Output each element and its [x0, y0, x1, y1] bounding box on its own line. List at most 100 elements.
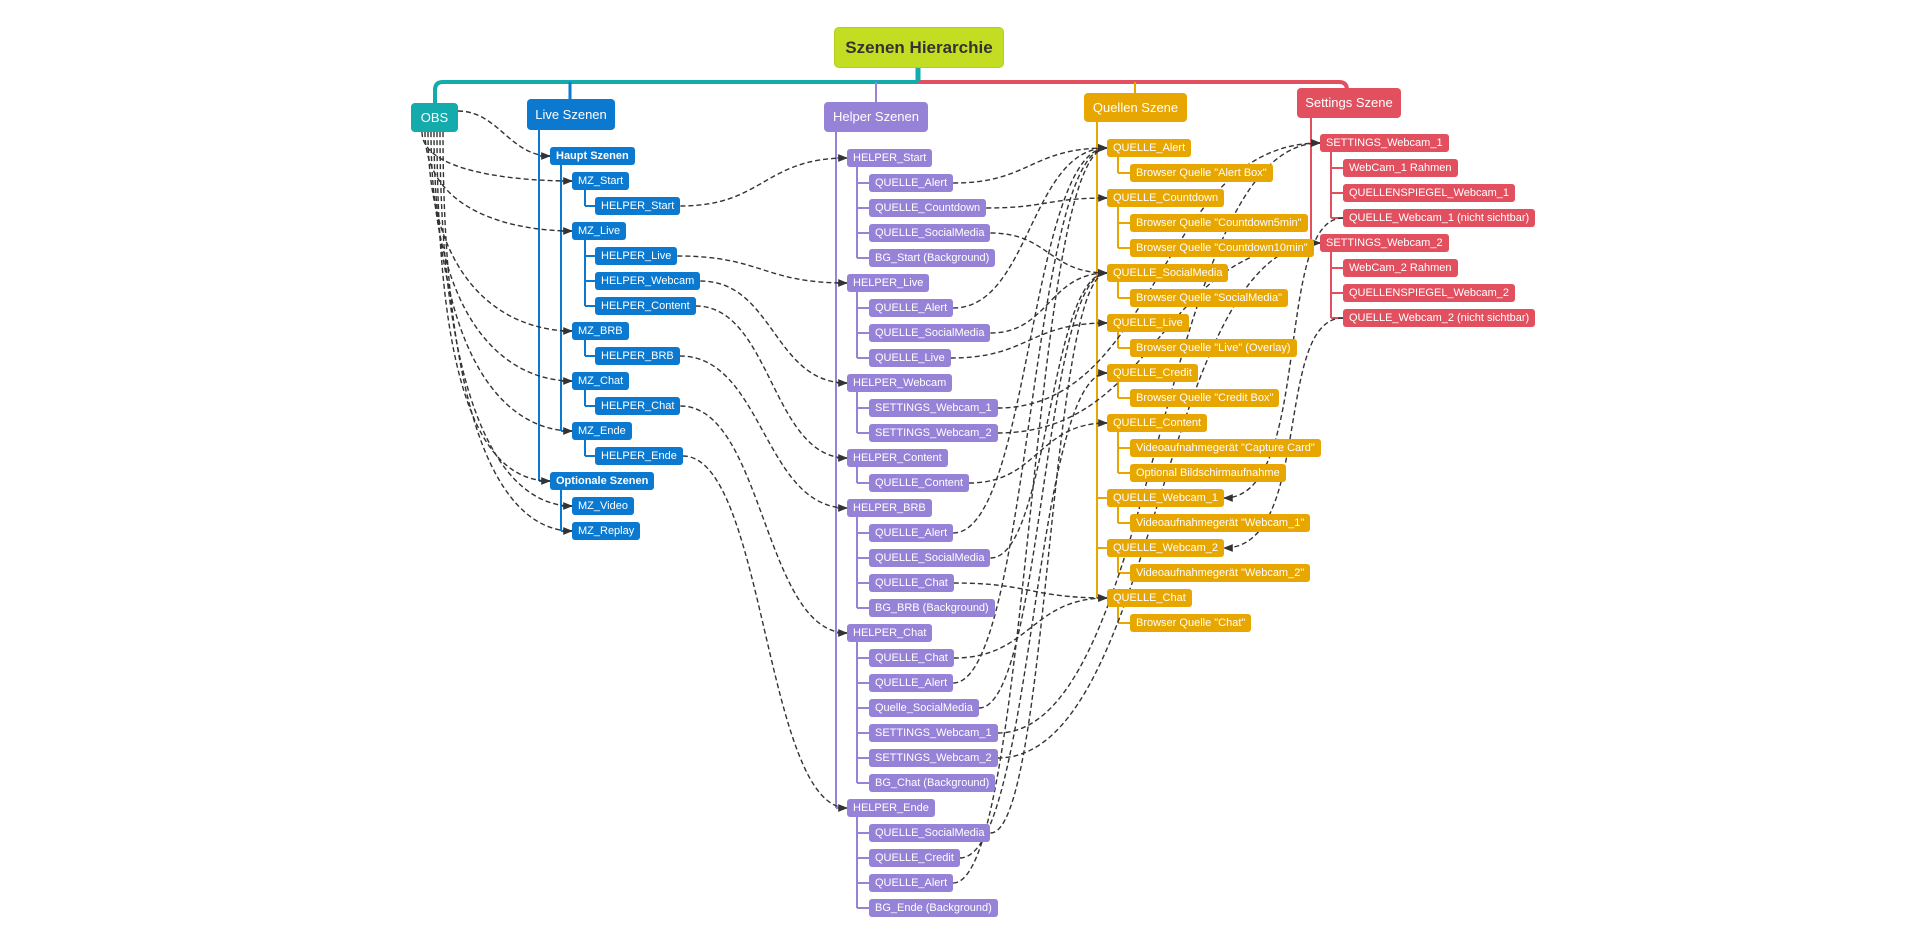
- quellen-node-quelle-content[interactable]: QUELLE_Content: [1107, 414, 1208, 432]
- branch-settings-szene[interactable]: Settings Szene: [1297, 88, 1401, 118]
- helper-node-quelle-socialmedia[interactable]: Quelle_SocialMedia: [869, 699, 979, 717]
- settings-node-settings-webcam-2[interactable]: SETTINGS_Webcam_2: [1320, 234, 1449, 252]
- helper-node-helper-live[interactable]: HELPER_Live: [847, 274, 930, 292]
- link-settings-3-to-quellen-14: [1222, 217, 1344, 502]
- helper-node-helper-content[interactable]: HELPER_Content: [847, 449, 948, 467]
- quellen-node-quelle-countdown[interactable]: QUELLE_Countdown: [1107, 189, 1225, 207]
- branch-obs[interactable]: OBS: [411, 103, 458, 132]
- live-node-helper-ende[interactable]: HELPER_Ende: [595, 447, 683, 465]
- link-helper-16-to-quellen-5: [990, 269, 1108, 559]
- link-helper-29-to-quellen-0: [953, 144, 1108, 884]
- live-node-helper-content[interactable]: HELPER_Content: [595, 297, 696, 315]
- settings-node-quelle-webcam-1-nicht-sichtbar[interactable]: QUELLE_Webcam_1 (nicht sichtbar): [1343, 209, 1536, 227]
- live-node-mz-chat[interactable]: MZ_Chat: [572, 372, 630, 390]
- live-node-mz-live[interactable]: MZ_Live: [572, 222, 627, 240]
- quellen-node-browser-quelle-chat[interactable]: Browser Quelle "Chat": [1130, 614, 1252, 632]
- link-helper-2-to-quellen-2: [986, 194, 1108, 209]
- link-obs-to-live-7: [427, 131, 573, 335]
- trunk-line: [433, 80, 918, 91]
- settings-node-quelle-webcam-2-nicht-sichtbar[interactable]: QUELLE_Webcam_2 (nicht sichtbar): [1343, 309, 1536, 327]
- helper-node-quelle-alert[interactable]: QUELLE_Alert: [869, 524, 954, 542]
- link-helper-17-to-quellen-18: [953, 582, 1108, 602]
- helper-node-bg-brb-background[interactable]: BG_BRB (Background): [869, 599, 995, 617]
- helper-node-bg-start-background[interactable]: BG_Start (Background): [869, 249, 996, 267]
- helper-node-bg-chat-background[interactable]: BG_Chat (Background): [869, 774, 996, 792]
- branch-live-szenen[interactable]: Live Szenen: [527, 99, 615, 130]
- link-helper-8-to-quellen-7: [950, 319, 1108, 359]
- live-node-mz-brb[interactable]: MZ_BRB: [572, 322, 629, 340]
- link-helper-15-to-quellen-0: [953, 144, 1108, 534]
- link-helper-7-to-quellen-5: [990, 269, 1108, 334]
- live-node-mz-ende[interactable]: MZ_Ende: [572, 422, 632, 440]
- helper-node-quelle-alert[interactable]: QUELLE_Alert: [869, 299, 954, 317]
- settings-node-settings-webcam-1[interactable]: SETTINGS_Webcam_1: [1320, 134, 1449, 152]
- helper-node-helper-ende[interactable]: HELPER_Ende: [847, 799, 935, 817]
- helper-node-helper-start[interactable]: HELPER_Start: [847, 149, 933, 167]
- quellen-node-quelle-credit[interactable]: QUELLE_Credit: [1107, 364, 1198, 382]
- quellen-node-browser-quelle-live-overlay[interactable]: Browser Quelle "Live" (Overlay): [1130, 339, 1297, 357]
- helper-node-helper-webcam[interactable]: HELPER_Webcam: [847, 374, 953, 392]
- helper-node-bg-ende-background[interactable]: BG_Ende (Background): [869, 899, 998, 917]
- helper-node-settings-webcam-2[interactable]: SETTINGS_Webcam_2: [869, 424, 998, 442]
- link-helper-22-to-quellen-5: [978, 269, 1108, 709]
- quellen-node-videoaufnahmeger-t-capture-card[interactable]: Videoaufnahmegerät "Capture Card": [1130, 439, 1321, 457]
- quellen-node-quelle-webcam-2[interactable]: QUELLE_Webcam_2: [1107, 539, 1224, 557]
- link-obs-to-live-14: [439, 131, 573, 510]
- helper-node-settings-webcam-1[interactable]: SETTINGS_Webcam_1: [869, 399, 998, 417]
- quellen-node-browser-quelle-countdown10min[interactable]: Browser Quelle "Countdown10min": [1130, 239, 1314, 257]
- helper-node-quelle-socialmedia[interactable]: QUELLE_SocialMedia: [869, 549, 991, 567]
- quellen-node-videoaufnahmeger-t-webcam-2[interactable]: Videoaufnahmegerät "Webcam_2": [1130, 564, 1311, 582]
- branch-quellen-szene[interactable]: Quellen Szene: [1084, 93, 1187, 122]
- helper-node-quelle-alert[interactable]: QUELLE_Alert: [869, 674, 954, 692]
- quellen-node-videoaufnahmeger-t-webcam-1[interactable]: Videoaufnahmegerät "Webcam_1": [1130, 514, 1311, 532]
- live-node-helper-chat[interactable]: HELPER_Chat: [595, 397, 681, 415]
- link-live-4-to-helper-5: [677, 255, 848, 287]
- live-node-mz-replay[interactable]: MZ_Replay: [572, 522, 641, 540]
- link-helper-13-to-quellen-11: [969, 419, 1108, 484]
- quellen-node-browser-quelle-alert-box[interactable]: Browser Quelle "Alert Box": [1130, 164, 1273, 182]
- live-node-optionale-szenen[interactable]: Optionale Szenen: [550, 472, 655, 490]
- helper-node-quelle-alert[interactable]: QUELLE_Alert: [869, 174, 954, 192]
- branch-helper-szenen[interactable]: Helper Szenen: [824, 102, 928, 132]
- live-node-helper-start[interactable]: HELPER_Start: [595, 197, 681, 215]
- link-live-12-to-helper-26: [682, 455, 848, 812]
- helper-node-quelle-chat[interactable]: QUELLE_Chat: [869, 649, 954, 667]
- helper-node-helper-brb[interactable]: HELPER_BRB: [847, 499, 932, 517]
- settings-node-quellenspiegel-webcam-2[interactable]: QUELLENSPIEGEL_Webcam_2: [1343, 284, 1515, 302]
- helper-node-quelle-socialmedia[interactable]: QUELLE_SocialMedia: [869, 224, 991, 242]
- helper-node-quelle-countdown[interactable]: QUELLE_Countdown: [869, 199, 987, 217]
- settings-node-quellenspiegel-webcam-1[interactable]: QUELLENSPIEGEL_Webcam_1: [1343, 184, 1515, 202]
- live-node-helper-webcam[interactable]: HELPER_Webcam: [595, 272, 701, 290]
- live-node-haupt-szenen[interactable]: Haupt Szenen: [550, 147, 635, 165]
- live-node-helper-live[interactable]: HELPER_Live: [595, 247, 678, 265]
- link-obs-to-live-15: [442, 131, 573, 535]
- quellen-node-quelle-socialmedia[interactable]: QUELLE_SocialMedia: [1107, 264, 1229, 282]
- quellen-node-browser-quelle-countdown5min[interactable]: Browser Quelle "Countdown5min": [1130, 214, 1308, 232]
- helper-node-quelle-credit[interactable]: QUELLE_Credit: [869, 849, 960, 867]
- quellen-node-browser-quelle-socialmedia[interactable]: Browser Quelle "SocialMedia": [1130, 289, 1288, 307]
- settings-node-webcam-2-rahmen[interactable]: WebCam_2 Rahmen: [1343, 259, 1458, 277]
- link-live-2-to-helper-0: [680, 154, 848, 207]
- quellen-node-quelle-alert[interactable]: QUELLE_Alert: [1107, 139, 1192, 157]
- settings-node-webcam-1-rahmen[interactable]: WebCam_1 Rahmen: [1343, 159, 1458, 177]
- live-node-mz-start[interactable]: MZ_Start: [572, 172, 630, 190]
- quellen-node-quelle-webcam-1[interactable]: QUELLE_Webcam_1: [1107, 489, 1224, 507]
- helper-node-quelle-content[interactable]: QUELLE_Content: [869, 474, 970, 492]
- live-node-mz-video[interactable]: MZ_Video: [572, 497, 634, 515]
- helper-node-settings-webcam-1[interactable]: SETTINGS_Webcam_1: [869, 724, 998, 742]
- helper-node-quelle-live[interactable]: QUELLE_Live: [869, 349, 951, 367]
- root-node-szenen-hierarchie[interactable]: Szenen Hierarchie: [834, 27, 1004, 68]
- helper-node-helper-chat[interactable]: HELPER_Chat: [847, 624, 933, 642]
- quellen-node-browser-quelle-credit-box[interactable]: Browser Quelle "Credit Box": [1130, 389, 1280, 407]
- helper-node-quelle-socialmedia[interactable]: QUELLE_SocialMedia: [869, 324, 991, 342]
- helper-node-quelle-socialmedia[interactable]: QUELLE_SocialMedia: [869, 824, 991, 842]
- helper-node-settings-webcam-2[interactable]: SETTINGS_Webcam_2: [869, 749, 998, 767]
- helper-node-quelle-alert[interactable]: QUELLE_Alert: [869, 874, 954, 892]
- live-node-helper-brb[interactable]: HELPER_BRB: [595, 347, 680, 365]
- link-live-5-to-helper-9: [700, 280, 848, 387]
- quellen-node-quelle-chat[interactable]: QUELLE_Chat: [1107, 589, 1192, 607]
- quellen-node-optional-bildschirmaufnahme[interactable]: Optional Bildschirmaufnahme: [1130, 464, 1286, 482]
- helper-node-quelle-chat[interactable]: QUELLE_Chat: [869, 574, 954, 592]
- quellen-node-quelle-live[interactable]: QUELLE_Live: [1107, 314, 1189, 332]
